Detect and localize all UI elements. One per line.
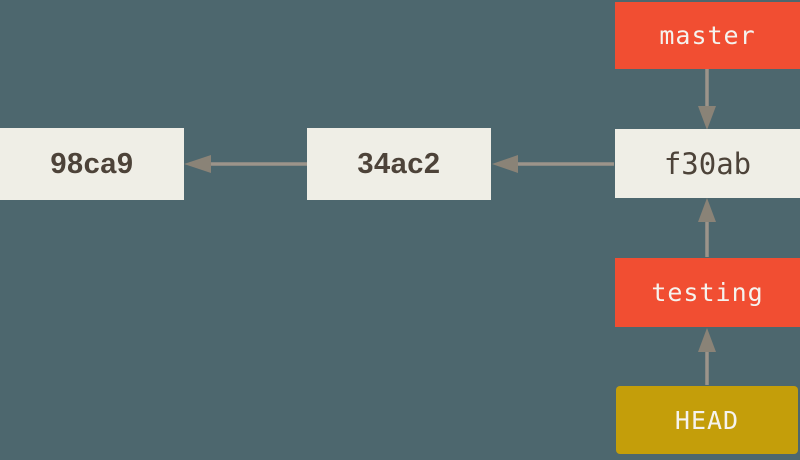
arrowhead-down-icon [698,106,716,130]
head-node: HEAD [616,386,798,454]
commit-node-98ca9: 98ca9 [0,128,184,200]
edge-f30ab-to-34ac2 [492,155,614,173]
branch-name-label: testing [651,278,764,307]
commit-id-label: 34ac2 [357,147,441,180]
branch-node-testing: testing [615,258,800,327]
branch-name-label: master [659,21,756,50]
edge-master-to-f30ab [698,69,716,130]
commit-node-34ac2: 34ac2 [307,128,491,200]
head-label: HEAD [674,405,740,435]
branch-node-master: master [615,2,800,69]
arrowhead-left-icon [492,155,518,173]
edge-head-to-testing [698,328,716,385]
arrowhead-left-icon [184,155,211,173]
edge-34ac2-to-98ca9 [184,155,307,173]
arrowhead-up-icon [698,198,716,222]
commit-id-label: f30ab [663,146,752,181]
commit-node-f30ab: f30ab [615,129,800,198]
arrowhead-up-icon [698,328,716,352]
edge-testing-to-f30ab [698,198,716,257]
commit-id-label: 98ca9 [50,147,134,180]
